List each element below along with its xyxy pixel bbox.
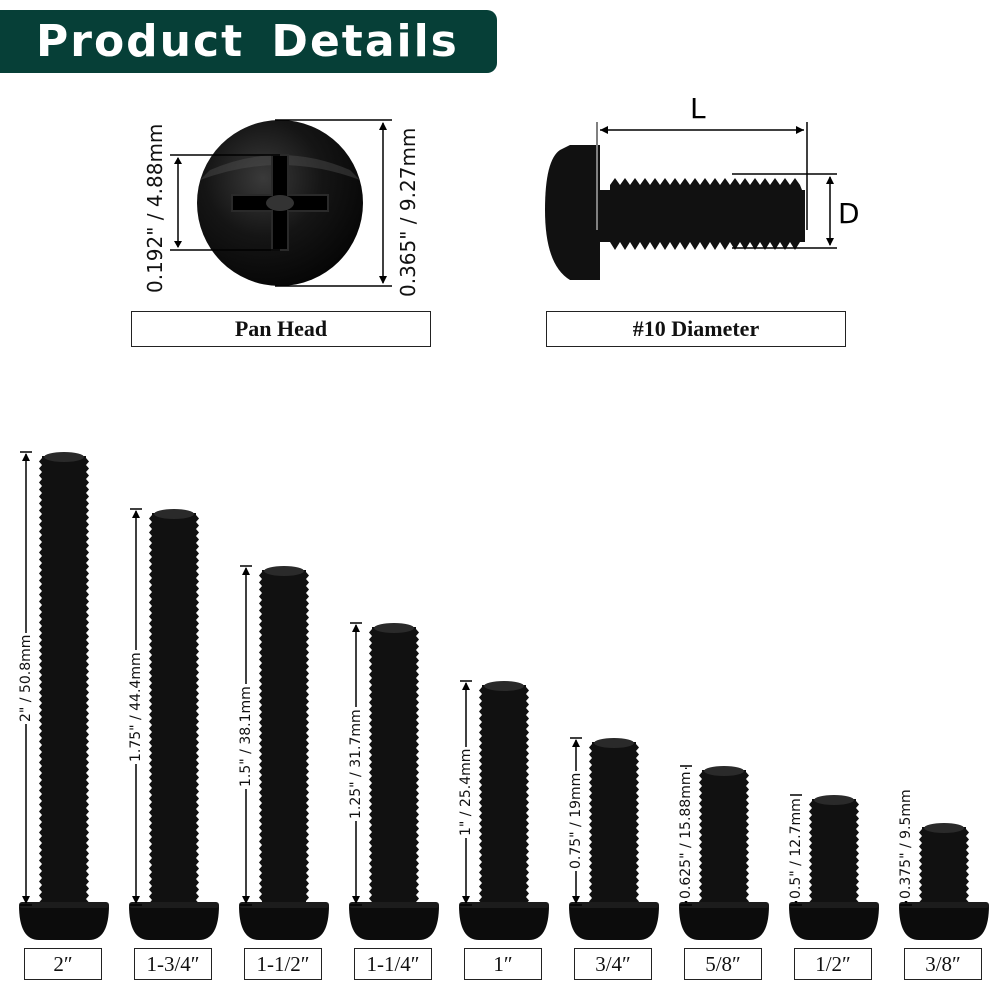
pan-head-label: Pan Head <box>131 311 431 347</box>
length-symbol: L <box>690 92 706 125</box>
page-title: Product Details <box>36 16 459 67</box>
screw-size-label: 1-1/2″ <box>244 948 322 980</box>
screw-side-view-icon <box>545 122 837 280</box>
screw-size-label: 5/8″ <box>684 948 762 980</box>
screw-size-label: 3/8″ <box>904 948 982 980</box>
pan-head-top-view-icon <box>170 119 392 287</box>
screw-size-label: 3/4″ <box>574 948 652 980</box>
screw-size-label: 1-3/4″ <box>134 948 212 980</box>
product-details-banner: Product Details <box>0 10 497 73</box>
screw-size-label: 1/2″ <box>794 948 872 980</box>
screw-size-label: 1″ <box>464 948 542 980</box>
screw-size-label: 2″ <box>24 948 102 980</box>
length-dimension-label: 0.375" / 9.5mm <box>898 787 914 901</box>
screw-size-label: 1-1/4″ <box>354 948 432 980</box>
diameter-label: #10 Diameter <box>546 311 846 347</box>
diameter-symbol: D <box>838 197 860 230</box>
